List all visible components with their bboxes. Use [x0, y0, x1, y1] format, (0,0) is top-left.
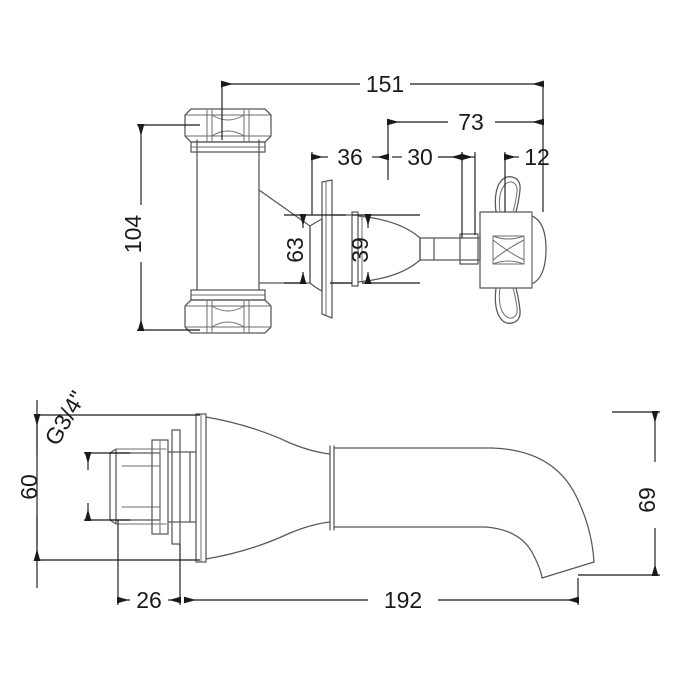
valve-assembly-view: 151 73 36 30 12 104: [120, 71, 550, 334]
dimension-label-60: 60: [16, 474, 42, 500]
dimension-label-36: 36: [337, 144, 363, 170]
dimension-36: 36: [311, 144, 389, 170]
dimension-69: 69: [634, 411, 660, 576]
dimension-label-39: 39: [347, 237, 373, 263]
dimension-73: 73: [387, 109, 544, 135]
dimension-label-104: 104: [120, 215, 146, 254]
dimension-63: 63: [282, 214, 308, 284]
spout-inlet-thread: [109, 439, 169, 535]
dimension-label-69: 69: [634, 487, 660, 513]
dimension-label-12: 12: [524, 144, 550, 170]
valve-spindle: [419, 233, 481, 265]
dimension-39: 39: [347, 214, 373, 284]
spout-view: G3/4" 60 69 26 192: [16, 386, 660, 613]
dimension-60: 60: [16, 414, 42, 561]
spout-tube: [329, 445, 493, 531]
valve-cross-handle[interactable]: [479, 176, 547, 324]
dimension-label-30: 30: [407, 144, 433, 170]
dimension-26: 26: [117, 587, 181, 613]
dimension-label-192: 192: [384, 587, 422, 613]
bottom-view-extension-lines: [34, 400, 660, 605]
dimension-104: 104: [120, 124, 146, 331]
dimension-12: 12: [461, 144, 550, 170]
dimension-label-g34: G3/4": [39, 386, 91, 449]
dimension-label-151: 151: [366, 71, 404, 97]
dimension-192: 192: [184, 587, 579, 613]
dimension-30: 30: [392, 144, 463, 170]
dimension-G34: G3/4": [39, 386, 92, 521]
spout-flared-body: [205, 416, 331, 560]
dimension-label-26: 26: [136, 587, 162, 613]
top-view-extension-lines: [137, 84, 544, 331]
spout-curved-outlet: [485, 447, 595, 579]
dimension-151: 151: [221, 71, 544, 97]
dimension-label-63: 63: [282, 237, 308, 263]
dimension-label-73: 73: [458, 109, 484, 135]
valve-wall-flange: [309, 179, 333, 319]
spout-wall-plate: [167, 413, 207, 563]
valve-riser-body: [184, 108, 311, 334]
valve-cone-body: [331, 211, 421, 287]
